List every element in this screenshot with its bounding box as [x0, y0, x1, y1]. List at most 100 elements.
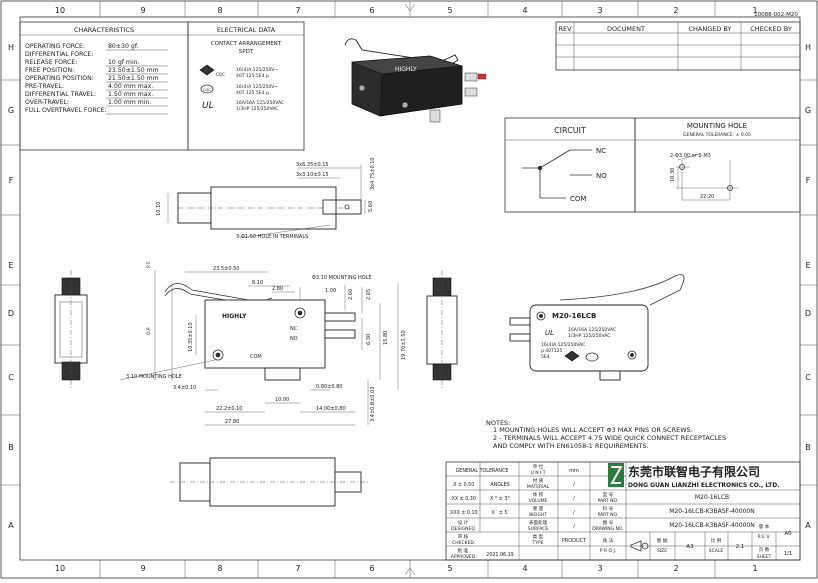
char-label: DIFFERENTIAL FORCE:	[25, 51, 93, 58]
note-line: AND COMPLY WITH EN61058-1 REQUIREMENTS.	[493, 442, 649, 450]
char-value: 4.00 mm max.	[108, 83, 153, 90]
unit-en: U N I T	[530, 470, 545, 476]
grid-row-label: A	[805, 521, 811, 530]
grid-row-label: G	[8, 106, 14, 115]
rev-en: R E V.	[758, 534, 771, 540]
dim-label: 22.2±0.10	[216, 406, 242, 412]
dim-label: P.T.	[146, 261, 152, 268]
notes-title: NOTES:	[486, 419, 510, 427]
material-value: /	[573, 482, 575, 488]
grid-col-label: 7	[295, 6, 300, 15]
size-value: A3	[686, 544, 694, 550]
grid-row-label: B	[805, 443, 811, 452]
designed-en: DESIGNED	[451, 526, 475, 532]
volume-en: VOLUME	[529, 498, 548, 504]
unit-cn: 单 位	[533, 463, 544, 470]
title-block: GENERAL TOLERANCE ANGLES .X ± 0.50 .XX ±…	[445, 461, 801, 561]
front-view: HIGHLY NO NC COM 23.5±0.50 P.T	[119, 261, 407, 426]
brand-logo: HIGHLY	[395, 66, 417, 73]
angles-label: ANGLES	[490, 482, 509, 488]
rating-line: 16(4)A 125/250VAC	[541, 342, 585, 348]
char-value: 80±30 gf.	[108, 43, 139, 50]
circuit-com: COM	[570, 195, 586, 203]
grid-col-label: 8	[217, 564, 222, 573]
com-terminal-label: COM	[250, 354, 262, 360]
dim-label: 2.65	[366, 289, 372, 300]
dim-label: O.P.	[146, 327, 152, 335]
rating-line: 16A/16A 125/250VAC	[236, 100, 284, 106]
rating-line: 5E4	[541, 354, 550, 360]
rev-header: REV	[558, 25, 572, 33]
mounting-dim-h: 22.20	[700, 194, 714, 200]
grid-row-label: C	[8, 373, 14, 382]
grid-col-label: 6	[369, 564, 374, 573]
company-logo-icon	[608, 463, 624, 487]
rating-line: 16A/16A 125/250VAC	[568, 327, 616, 333]
grid-col-label: 8	[217, 6, 222, 15]
drawing-number-top: 10088-002-M20	[754, 12, 798, 18]
char-label: OPERATING FORCE:	[25, 43, 85, 50]
grid-col-label: 9	[140, 6, 145, 15]
type-cn: 类 型	[533, 533, 544, 540]
electrical-data-table: ELECTRICAL DATA CONTACT ARRANGEMENT SPDT…	[187, 21, 305, 151]
company-name-cn: 东莞市联智电子有限公司	[628, 464, 760, 479]
grid-row-label: F	[806, 176, 811, 185]
part-en: PART NO.	[598, 498, 619, 504]
center-arrow-top	[404, 3, 416, 12]
scale-cn: 比 例	[711, 537, 722, 544]
dim-label: 8.10	[252, 280, 263, 286]
mounting-dim-v: 10.30	[670, 168, 676, 182]
svg-text:UL: UL	[202, 101, 214, 111]
sheet-cn: 页 数	[759, 546, 770, 553]
volume-cn: 体 积	[533, 491, 544, 498]
dim-label: 10.35±0.10	[188, 322, 194, 352]
grid-row-label: D	[8, 309, 14, 318]
end-view	[426, 270, 458, 390]
checked-en: CHECKED	[452, 540, 474, 546]
surface-value: /	[573, 524, 575, 530]
dim-label: 5.60	[368, 201, 374, 212]
dim-label: 10.00	[275, 397, 289, 403]
center-arrow-bottom	[404, 567, 416, 576]
partno-value: M20-16LCB-K3BASF-40000N	[669, 508, 754, 515]
contact-arrangement: CONTACT ARRANGEMENT	[211, 41, 282, 47]
proj-en: P R O J.	[600, 548, 616, 554]
sheet-value: 1/1	[784, 551, 793, 557]
unit-value: mm	[569, 468, 579, 474]
circuit-panel: CIRCUIT NC NO COM	[504, 117, 801, 213]
grid-row-label: A	[8, 521, 14, 530]
char-value: 1.50 mm max.	[108, 91, 153, 98]
designed-cn: 设 计	[458, 519, 469, 526]
cqc-icon: CQC	[199, 64, 225, 77]
grid-row-label: C	[805, 373, 811, 382]
rev-cn: 版 本	[759, 523, 770, 530]
char-label: FULL OVERTRAVEL FORCE:	[25, 107, 107, 114]
nc-terminal-label: NC	[290, 326, 298, 332]
grid-row-label: H	[805, 43, 811, 52]
ul-icon: UL	[545, 329, 554, 337]
dim-label: 27.80	[225, 419, 239, 425]
size-en: SIZE	[657, 548, 667, 554]
left-side-view	[54, 270, 88, 390]
general-tolerance-label: GENERAL TOLERANCE	[456, 468, 509, 474]
grid-col-label: 4	[522, 564, 527, 573]
drawing-cn: 图 号	[603, 520, 614, 526]
char-value: 1.00 mm min.	[108, 99, 151, 106]
circuit-no: NO	[596, 172, 607, 180]
revision-table: REV DOCUMENT CHANGED BY CHECKED BY	[555, 21, 801, 71]
mounting-hole-label: 3.10 MOUNTING HOLE	[126, 374, 182, 380]
dim-label: 3.4±0.10	[173, 385, 196, 391]
label-view: M20-16LCB UL 16A/16A 125/250VAC 1/3HP 12…	[509, 274, 685, 381]
surface-cn: 表面处理	[529, 519, 547, 526]
cqc-circle-icon: CQC	[200, 84, 214, 94]
tolerance-row: X ° ± 3°	[490, 496, 510, 502]
grid-row-label: E	[8, 261, 13, 270]
document-header: DOCUMENT	[607, 25, 645, 33]
char-label: FREE POSITION:	[25, 67, 74, 74]
grid-col-label: 5	[447, 564, 452, 573]
approved-date: 2021.06.19	[486, 552, 513, 558]
svg-text:CQC: CQC	[203, 88, 211, 92]
